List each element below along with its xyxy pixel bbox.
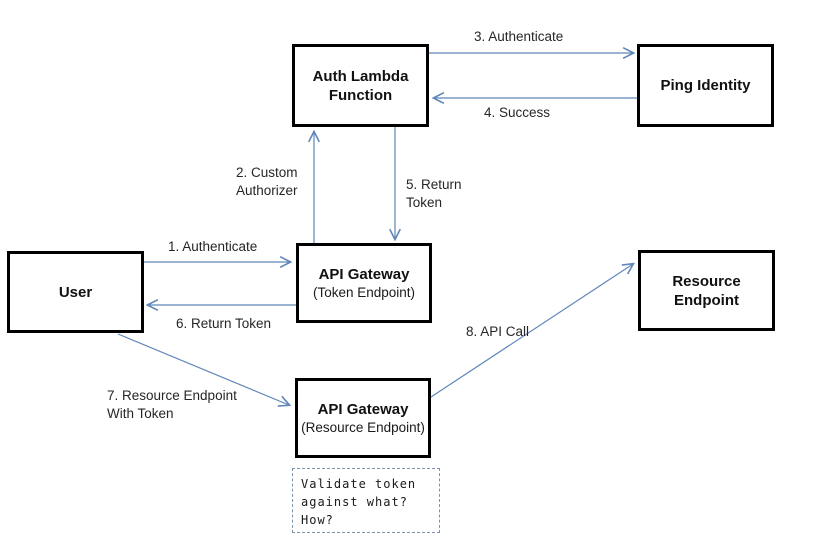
node-auth-lambda-function: Auth Lambda Function [292, 44, 429, 127]
node-api-gateway-resource-title: API Gateway [317, 401, 409, 418]
edge-label-7-resource-endpoint-with-token: 7. Resource Endpoint With Token [107, 388, 237, 421]
node-api-gateway-token-subtitle: (Token Endpoint) [312, 285, 416, 300]
arrow-8-api-call [430, 264, 633, 398]
edge-label-5-return-token: 5. Return Token [406, 177, 462, 210]
node-api-gateway-token-title: API Gateway [318, 266, 410, 283]
node-user: User [7, 251, 144, 333]
edge-label-4-success: 4. Success [484, 105, 551, 120]
node-api-gateway-token-endpoint: API Gateway (Token Endpoint) [296, 243, 432, 323]
node-ping-identity: Ping Identity [637, 44, 774, 127]
note-validate-token-text: Validate token against what? How? [301, 477, 417, 527]
node-user-label: User [58, 283, 93, 301]
node-resource-endpoint-label: Resource Endpoint [672, 272, 741, 309]
edge-label-1-authenticate: 1. Authenticate [168, 239, 258, 254]
edge-label-8-api-call: 8. API Call [466, 324, 530, 339]
node-ping-identity-label: Ping Identity [660, 77, 751, 94]
edge-label-6-return-token: 6. Return Token [176, 316, 272, 331]
node-auth-lambda-function-label: Auth Lambda Function [312, 67, 409, 104]
edge-label-3-authenticate: 3. Authenticate [474, 29, 564, 44]
node-api-gateway-resource-endpoint: API Gateway (Resource Endpoint) [295, 378, 431, 458]
note-validate-token: Validate token against what? How? [292, 468, 440, 533]
edge-label-2-custom-authorizer: 2. Custom Authorizer [236, 165, 298, 198]
node-api-gateway-resource-subtitle: (Resource Endpoint) [301, 420, 425, 435]
node-resource-endpoint: Resource Endpoint [638, 250, 775, 331]
